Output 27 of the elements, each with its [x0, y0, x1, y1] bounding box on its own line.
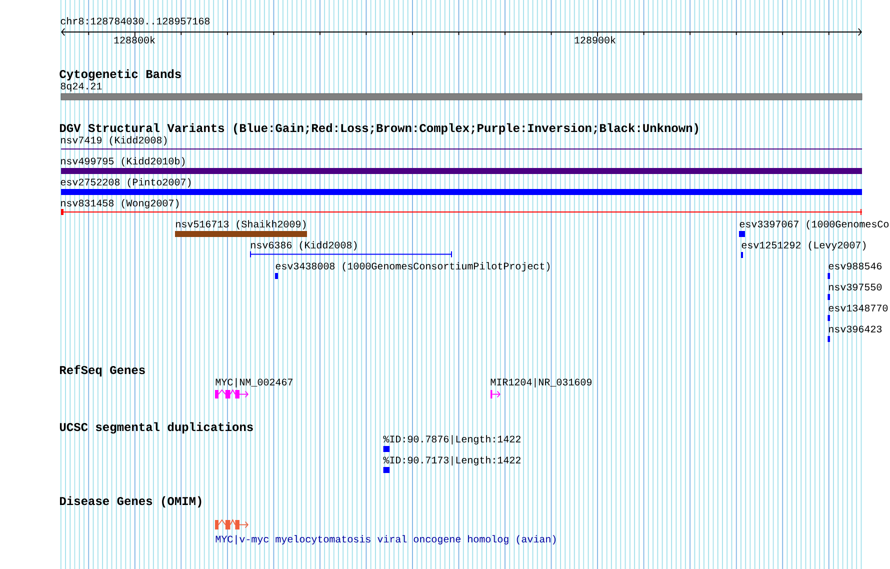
band-label: 8q24.21 [60, 82, 102, 92]
feature-label: nsv516713 (Shaikh2009) [176, 220, 306, 230]
feature-label: nsv6386 (Kidd2008) [251, 241, 357, 250]
feature-label: esv1251292 (Levy2007) [742, 241, 866, 250]
track-heading: DGV Structural Variants (Blue:Gain;Red:Loss;Brown:Complex;Purple:Inversion;Black:Unknown) [60, 123, 698, 134]
track-heading: RefSeq Genes [60, 365, 145, 376]
feature-label: esv1348770 [828, 304, 888, 312]
feature-label: esv2752208 (Pinto2007) [60, 178, 191, 188]
gene-label: MIR1204|NR_031609 [490, 378, 592, 388]
duplication-label: %ID:90.7173|Length:1422 [383, 456, 520, 466]
feature-label: esv988546 [828, 262, 882, 270]
tick-label: 128900k [574, 36, 616, 44]
feature-label: nsv831458 (Wong2007) [61, 199, 179, 208]
track-heading: Cytogenetic Bands [60, 69, 181, 81]
track-heading: Disease Genes (OMIM) [60, 496, 202, 508]
feature-label: nsv499795 (Kidd2010b) [61, 157, 185, 166]
feature-label: nsv7419 (Kidd2008) [61, 136, 167, 146]
track-heading: UCSC segmental duplications [60, 422, 253, 434]
gene-label: MYC|NM_002467 [216, 378, 292, 388]
feature-label: nsv396423 [829, 326, 882, 332]
feature-label: esv3397067 (1000GenomesCo [740, 220, 889, 230]
feature-label: esv3438008 (1000GenomesConsortiumPilotProject) [276, 262, 550, 272]
gene-description: MYC|v-myc myelocytomatosis viral oncogene homolog (avian) [216, 535, 556, 544]
tick-label: 128800k [114, 36, 155, 44]
feature-label: nsv397550 [829, 284, 882, 290]
region-title: chr8:128784030..128957168 [60, 17, 210, 24]
duplication-label: %ID:90.7876|Length:1422 [383, 435, 520, 444]
